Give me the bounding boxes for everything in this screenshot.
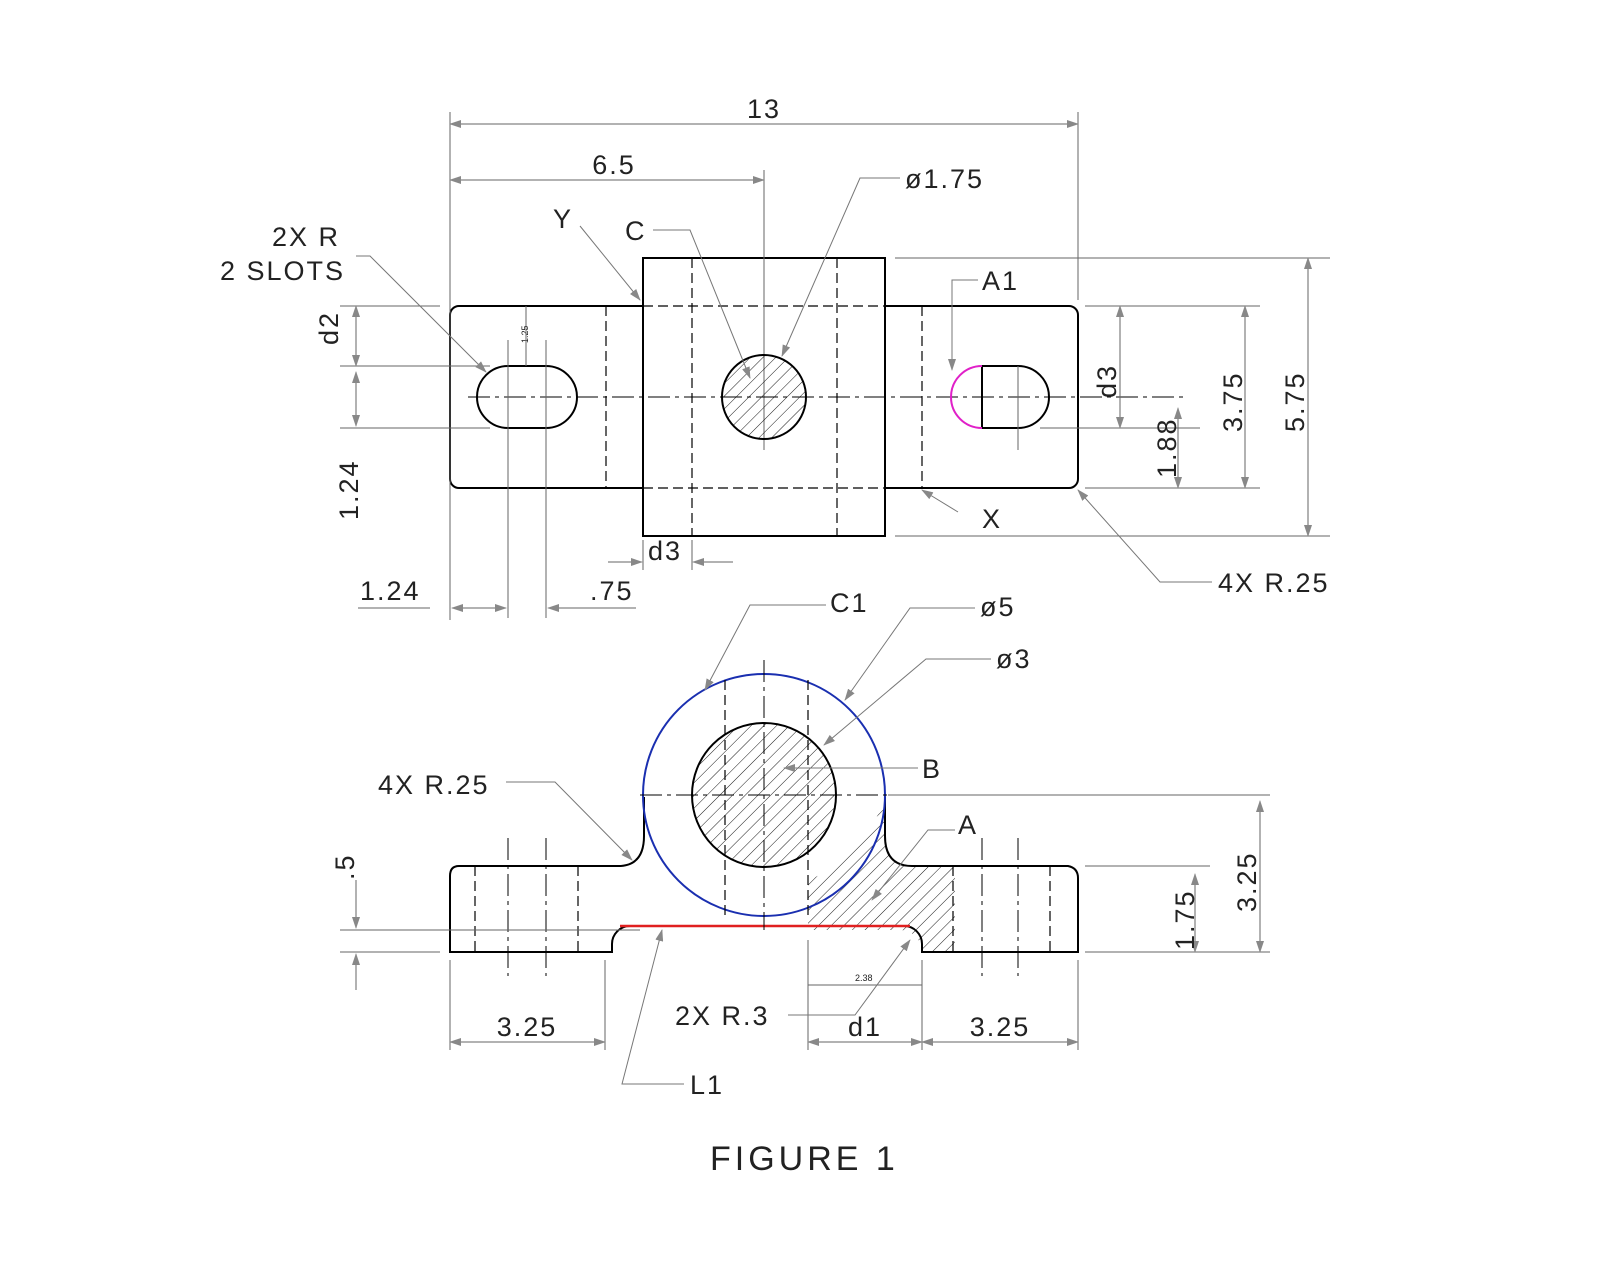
dim-6-5: 6.5 xyxy=(592,150,636,180)
dim-d2: d2 xyxy=(314,311,344,345)
slot-note-line2: 2 SLOTS xyxy=(220,256,345,286)
dim-5-75: 5.75 xyxy=(1280,371,1310,432)
dim-0-75: .75 xyxy=(590,576,634,606)
front-view: C1 ø5 ø3 B 4X R.25 A .5 1.75 3.25 2.38 2… xyxy=(330,588,1270,1100)
corner-radius-note: 4X R.25 xyxy=(1218,568,1330,598)
dim-d1: d1 xyxy=(848,1012,882,1042)
dim-13: 13 xyxy=(747,94,781,124)
front-body-outline xyxy=(449,797,1079,953)
hole-diameter-label: ø1.75 xyxy=(905,164,984,194)
dim-1-24-horizontal: 1.24 xyxy=(360,576,421,606)
dim-2-38: 2.38 xyxy=(855,973,873,983)
dim-1-24-vertical: 1.24 xyxy=(334,459,364,520)
dim-d3-bottom: d3 xyxy=(648,536,682,566)
dim-3-25-vertical: 3.25 xyxy=(1232,851,1262,912)
label-a1: A1 xyxy=(982,266,1019,296)
dim-right-3-25: 3.25 xyxy=(970,1012,1031,1042)
label-y: Y xyxy=(553,204,573,234)
section-a-hatch xyxy=(808,793,955,952)
right-slot xyxy=(982,365,1050,429)
label-c1: C1 xyxy=(830,588,869,618)
dim-1-75: 1.75 xyxy=(1170,889,1200,950)
slot-note-line1: 2X R xyxy=(272,222,340,252)
bore-diameter-label: ø3 xyxy=(996,644,1032,674)
dim-3-75: 3.75 xyxy=(1218,371,1248,432)
dim-1-88: 1.88 xyxy=(1152,417,1182,478)
dim-slot-small: 1.25 xyxy=(520,325,530,343)
label-b: B xyxy=(922,754,942,784)
shaft-hole-section xyxy=(721,354,807,440)
arc-a1 xyxy=(950,365,983,429)
outer-diameter-label: ø5 xyxy=(980,592,1016,622)
dim-d3-right: d3 xyxy=(1092,364,1122,398)
label-c: C xyxy=(625,216,647,246)
figure-caption: FIGURE 1 xyxy=(710,1140,899,1178)
top-view: 13 6.5 Y C ø1.75 2X R 2 SLOTS A1 d2 1.25… xyxy=(220,94,1330,620)
dim-left-3-25: 3.25 xyxy=(497,1012,558,1042)
dim-0-5: .5 xyxy=(330,853,360,880)
relief-radius-note: 2X R.3 xyxy=(675,1001,770,1031)
label-a: A xyxy=(958,810,978,840)
fillet-note: 4X R.25 xyxy=(378,770,490,800)
label-x: X xyxy=(982,504,1002,534)
label-l1: L1 xyxy=(690,1070,724,1100)
